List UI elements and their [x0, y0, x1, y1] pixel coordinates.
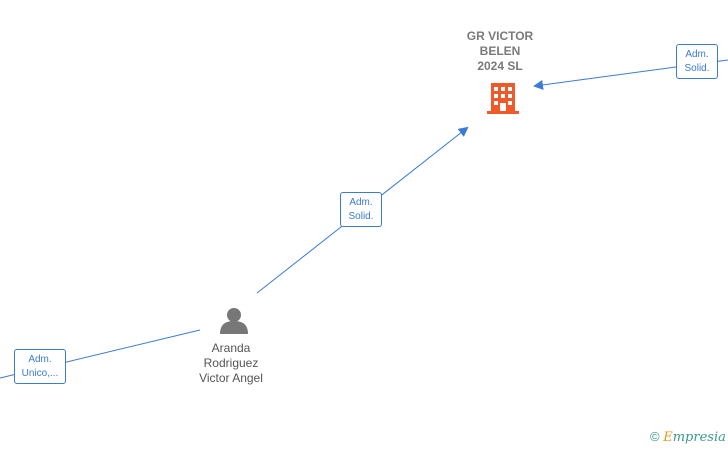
company-name-line: GR VICTOR	[466, 29, 534, 43]
edge-label-line: Adm.	[28, 354, 52, 365]
edge-label-left[interactable]: Adm. Unico,...	[14, 349, 66, 384]
edge-label-line: Adm.	[685, 49, 709, 60]
edge-label-top[interactable]: Adm. Solid.	[676, 44, 718, 79]
brand-logo-initial: E	[663, 430, 673, 445]
copyright-icon: ©	[650, 429, 660, 444]
brand-logo-text: mpresia	[672, 430, 726, 445]
company-name[interactable]: GR VICTOR BELEN 2024 SL	[450, 29, 550, 74]
edge-label-line: Solid.	[348, 211, 374, 222]
edge-label-line: Unico,...	[21, 368, 59, 379]
person-name[interactable]: Aranda Rodriguez Victor Angel	[181, 341, 281, 386]
edge-label-person-company[interactable]: Adm. Solid.	[340, 192, 382, 227]
company-name-line: BELEN	[479, 44, 521, 58]
person-name-line: Victor Angel	[199, 371, 263, 385]
building-icon[interactable]	[487, 83, 519, 114]
company-name-line: 2024 SL	[477, 59, 523, 73]
brand-watermark: © Empresia	[650, 429, 726, 445]
person-name-line: Aranda	[211, 341, 251, 355]
edge-label-line: Adm.	[349, 197, 373, 208]
edge-label-line: Solid.	[684, 63, 710, 74]
person-name-line: Rodriguez	[203, 356, 259, 370]
person-icon[interactable]	[220, 308, 248, 334]
